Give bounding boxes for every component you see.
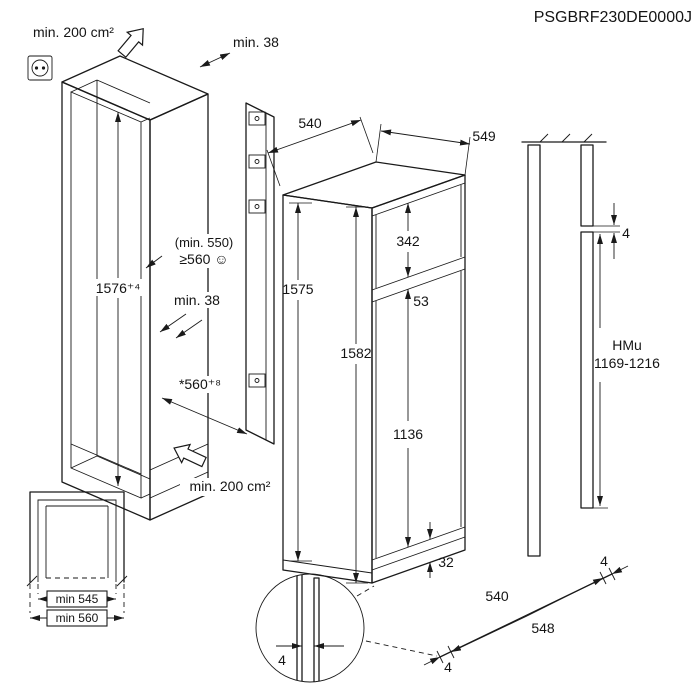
fridge-door-height-label: 1136 bbox=[393, 426, 423, 442]
appliance-drawing bbox=[282, 161, 466, 584]
labels: PSGBRF230DE0000J min. 200 cm² min. 38 15… bbox=[33, 9, 692, 675]
niche-cabinet-drawing bbox=[27, 27, 275, 521]
hinge-range-label: 1169-1216 bbox=[594, 355, 660, 371]
niche-vent-top-label: min. 200 cm² bbox=[33, 24, 114, 40]
appliance-width-label: 540 bbox=[298, 115, 322, 131]
vent-arrow-bottom-icon bbox=[173, 443, 207, 468]
floor-width-outer-label: 548 bbox=[531, 620, 555, 636]
floor-dimension-drawing bbox=[423, 565, 629, 666]
detail-gap-label: 4 bbox=[278, 652, 286, 668]
door-gap-label: 53 bbox=[413, 293, 429, 309]
vent-arrow-top-icon bbox=[117, 27, 144, 59]
power-outlet-icon bbox=[27, 55, 53, 81]
hinge-blocks bbox=[248, 111, 266, 388]
side-top-gap-label: 4 bbox=[622, 225, 630, 241]
part-number: PSGBRF230DE0000J bbox=[534, 9, 692, 26]
appliance-depth-label: 549 bbox=[472, 128, 496, 144]
niche-gap-back-label: min. 38 bbox=[174, 292, 220, 308]
niche-gap-top-label: min. 38 bbox=[233, 34, 279, 50]
niche-depth-min-paren-label: (min. 550) bbox=[175, 235, 234, 250]
floor-gap-right-label: 4 bbox=[600, 553, 608, 569]
floor-width-inner-label: 540 bbox=[485, 588, 509, 604]
floor-gap-left-label: 4 bbox=[444, 659, 452, 675]
side-view-drawing bbox=[521, 133, 620, 557]
label-masks bbox=[88, 234, 280, 496]
dimension-lines bbox=[30, 52, 617, 649]
niche-vent-bottom-label: min. 200 cm² bbox=[190, 478, 271, 494]
detail-circle-drawing bbox=[255, 573, 438, 683]
plan-outer-width-label: min 560 bbox=[56, 611, 99, 625]
plan-inner-width-label: min 545 bbox=[56, 592, 99, 606]
freezer-door-height-label: 342 bbox=[396, 233, 420, 249]
plan-view-drawing bbox=[26, 491, 128, 613]
open-door bbox=[245, 102, 275, 445]
niche-width-label: *560⁺⁸ bbox=[179, 376, 221, 392]
niche-depth-min-label: ≥560 ☺ bbox=[179, 251, 228, 267]
appliance-door-height-label: 1575 bbox=[282, 281, 313, 297]
hinge-height-label: HMu bbox=[612, 337, 642, 353]
bottom-gap-label: 32 bbox=[438, 554, 454, 570]
appliance-total-height-label: 1582 bbox=[340, 345, 371, 361]
niche-height-label: 1576⁺⁴ bbox=[96, 280, 141, 296]
